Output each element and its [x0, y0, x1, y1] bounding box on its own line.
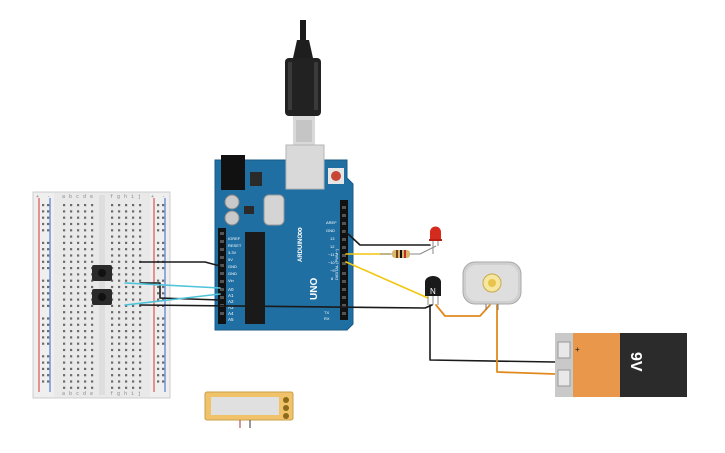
- svg-text:8: 8: [331, 276, 334, 281]
- wire-black-motor-gnd: [429, 304, 556, 363]
- svg-text:i: i: [131, 194, 134, 200]
- svg-text:AREF: AREF: [326, 220, 337, 225]
- left-pin-labels: IOREF RESET 3.3V 5V GND GND Vin: [228, 236, 242, 283]
- svg-text:A5: A5: [228, 317, 234, 322]
- svg-text:Vin: Vin: [228, 278, 234, 283]
- wires[interactable]: [124, 231, 556, 375]
- left-header: [218, 228, 226, 324]
- breadboard-letters-bottom: a b c d e f g h i j: [62, 391, 141, 397]
- svg-text:~10: ~10: [328, 260, 336, 265]
- svg-text:a: a: [62, 194, 65, 200]
- svg-text:j: j: [138, 391, 141, 397]
- svg-text:GND: GND: [228, 264, 237, 269]
- svg-text:13: 13: [330, 236, 335, 241]
- battery-9v[interactable]: + 9V: [555, 333, 687, 397]
- transistor-label: N: [430, 287, 436, 296]
- svg-text:A3: A3: [228, 305, 234, 310]
- svg-text:e: e: [90, 194, 93, 200]
- right-header: [340, 200, 348, 320]
- svg-text:f: f: [110, 194, 113, 200]
- svg-text:~11: ~11: [328, 252, 335, 257]
- arduino-brand: ARDUINO: [298, 234, 304, 262]
- wire-black-gnd-led: [345, 231, 431, 246]
- red-led[interactable]: [429, 226, 442, 254]
- arduino-logo: ∞: [294, 227, 306, 235]
- bb-rail-sign-2: -: [47, 194, 50, 200]
- svg-text:j: j: [138, 194, 141, 200]
- atmega-chip: [245, 232, 265, 324]
- arduino-model: UNO: [309, 278, 320, 300]
- svg-text:d: d: [83, 391, 86, 397]
- tx-rx-labels: TX RX: [324, 310, 330, 321]
- crystal: [263, 194, 285, 226]
- usb-cable[interactable]: [285, 20, 321, 146]
- digital-header-label: DIGITAL (PWM~): [334, 248, 339, 280]
- breadboard[interactable]: + - + - a b c d e f g h i j a b c d e f …: [32, 191, 171, 399]
- wire-yellow-transistor: [345, 261, 429, 299]
- pushbutton-2[interactable]: [92, 289, 112, 305]
- svg-text:GND: GND: [228, 271, 237, 276]
- svg-text:g: g: [117, 194, 120, 200]
- svg-text:a: a: [62, 391, 65, 397]
- svg-text:g: g: [117, 391, 120, 397]
- bb-rail-sign-4: -: [162, 194, 165, 200]
- svg-text:GND: GND: [326, 228, 335, 233]
- piezo-buzzer[interactable]: [204, 391, 294, 428]
- right-pin-labels: AREF GND 13 12 ~11 ~10 ~9 8: [326, 220, 337, 281]
- svg-text:d: d: [83, 194, 86, 200]
- wire-black-1: [139, 261, 221, 267]
- svg-text:IOREF: IOREF: [228, 236, 241, 241]
- svg-text:12: 12: [330, 244, 335, 249]
- wire-orange-motor: [435, 304, 491, 317]
- svg-text:A0: A0: [228, 287, 234, 292]
- svg-text:i: i: [131, 391, 134, 397]
- svg-text:A4: A4: [228, 311, 234, 316]
- svg-text:b: b: [69, 194, 72, 200]
- svg-text:c: c: [76, 194, 79, 200]
- svg-text:h: h: [124, 391, 127, 397]
- svg-text:h: h: [124, 194, 127, 200]
- svg-text:TX: TX: [324, 310, 329, 315]
- arduino-uno-board[interactable]: ARDUINO UNO ∞ DIGITAL (PWM~) AREF GND 13…: [214, 144, 354, 331]
- battery-label: 9V: [627, 352, 644, 372]
- svg-text:A2: A2: [228, 299, 234, 304]
- resistor[interactable]: [380, 245, 437, 258]
- wire-cyan-1: [124, 282, 221, 289]
- reset-button[interactable]: [331, 171, 341, 181]
- svg-text:c: c: [76, 391, 79, 397]
- usb-port: [285, 144, 325, 190]
- wire-black-2: [139, 282, 221, 301]
- svg-text:b: b: [69, 391, 72, 397]
- svg-text:f: f: [110, 391, 113, 397]
- svg-text:e: e: [90, 391, 93, 397]
- svg-text:~9: ~9: [330, 268, 335, 273]
- npn-transistor[interactable]: N: [425, 276, 441, 305]
- analog-pin-labels: A0 A1 A2 A3 A4 A5: [228, 287, 234, 322]
- capacitor-2: [224, 210, 240, 226]
- wire-cyan-2: [124, 293, 221, 306]
- svg-text:A1: A1: [228, 293, 234, 298]
- bb-rail-sign-1: +: [36, 194, 39, 200]
- battery-plus-sign: +: [575, 345, 580, 354]
- breadboard-letters-top: a b c d e f g h i j: [62, 194, 141, 200]
- bb-rail-sign-3: +: [151, 194, 154, 200]
- dc-motor[interactable]: [462, 261, 522, 310]
- svg-text:5V: 5V: [228, 257, 233, 262]
- power-jack: [221, 155, 245, 190]
- svg-text:RX: RX: [324, 316, 330, 321]
- breadboard-holes[interactable]: [42, 204, 165, 389]
- capacitor-1: [224, 194, 240, 210]
- svg-text:3.3V: 3.3V: [228, 250, 237, 255]
- svg-text:RESET: RESET: [228, 243, 242, 248]
- pushbutton-1[interactable]: [92, 265, 112, 281]
- wire-orange-battery: [496, 304, 556, 375]
